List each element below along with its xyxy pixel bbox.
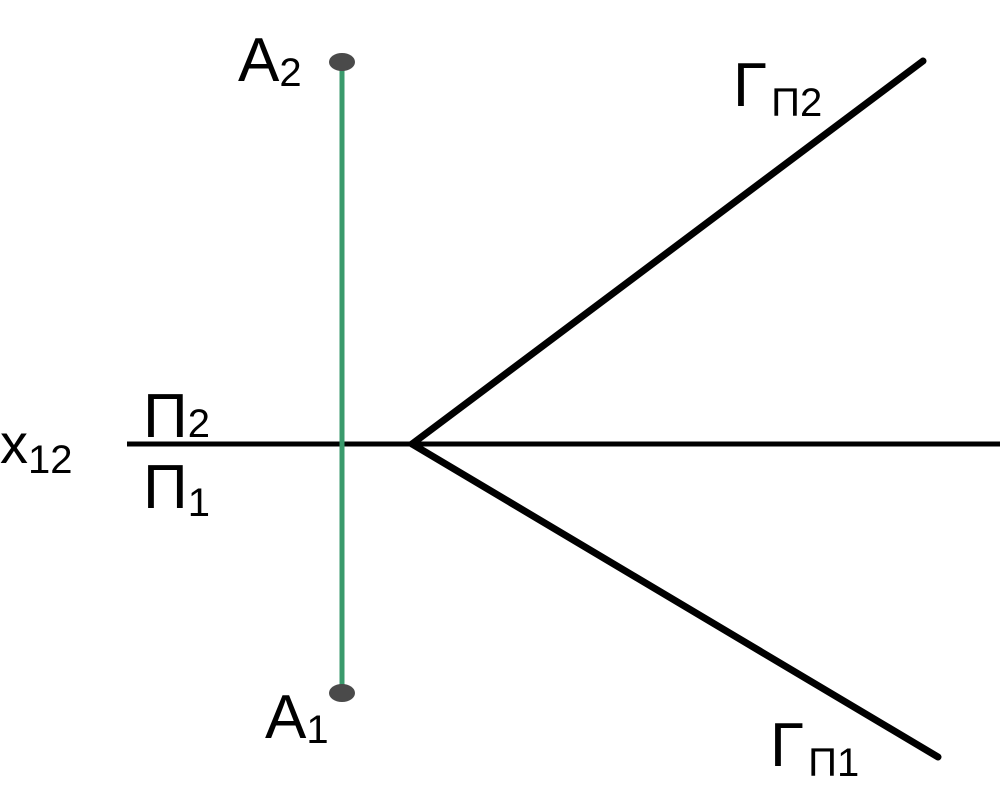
plane-label-lower: Π1: [143, 453, 210, 525]
plane-label-upper: Π2: [143, 382, 210, 451]
upper-trace-line: [408, 57, 927, 448]
point-a1: [329, 684, 355, 702]
label-a1: A1: [265, 683, 329, 752]
point-a2: [329, 53, 355, 71]
axis-label-x12: x12: [0, 412, 73, 482]
label-a2: A2: [238, 26, 302, 95]
lower-trace-line: [408, 440, 942, 761]
